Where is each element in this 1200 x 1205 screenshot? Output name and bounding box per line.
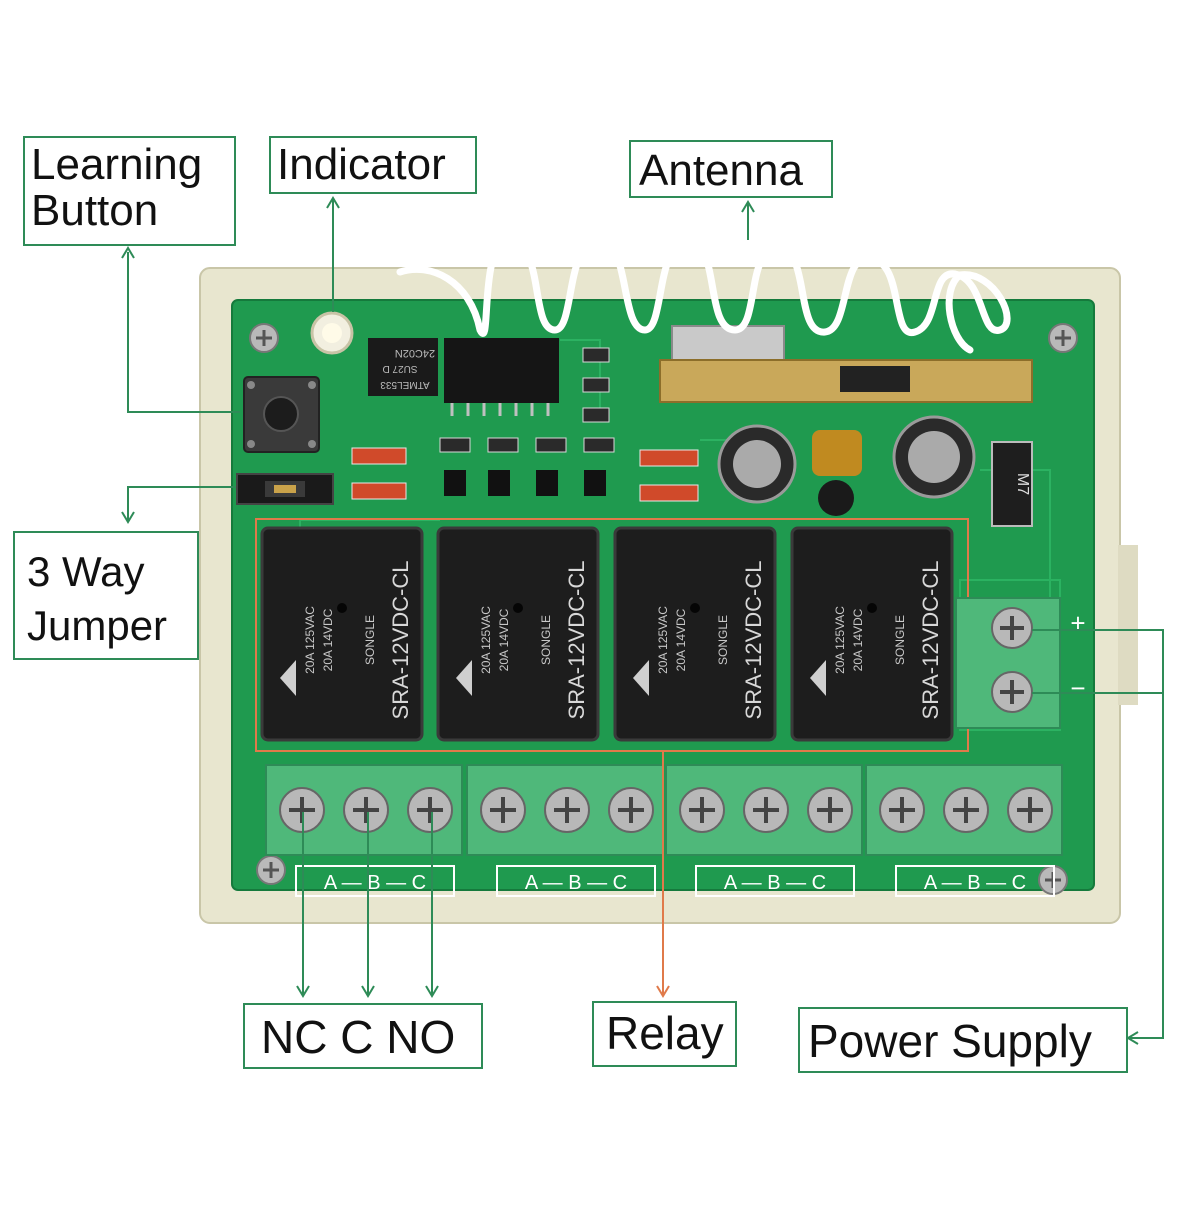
relay-logo <box>456 660 472 696</box>
leader-lines <box>121 196 1164 1045</box>
antenna-coil <box>396 236 1011 354</box>
relay-rating-2-text: 20A 125VAC <box>303 606 317 674</box>
screw-slot <box>490 797 516 823</box>
screw-slot <box>689 797 715 823</box>
screw-slot <box>753 797 779 823</box>
relay-rating-1-text: 20A 14VDC <box>321 608 335 671</box>
screw-slot <box>618 797 644 823</box>
relay-brand-text: SONGLE <box>893 615 907 665</box>
rf-module <box>659 325 1033 403</box>
relay-model-text: SRA-12VDC-CL <box>564 561 589 720</box>
relay-1: SRA-12VDC-CL SONGLE 20A 14VDC 20A 125VAC <box>260 526 424 742</box>
terminal-block-4: A — B — C <box>865 764 1063 897</box>
relay-body <box>613 526 777 742</box>
screw-slot <box>889 797 915 823</box>
terminal-marking-text: A — B — C <box>324 872 426 894</box>
relay-dot <box>337 603 347 613</box>
relay-logo <box>810 660 826 696</box>
relay-dot <box>513 603 523 613</box>
power-plus-sign: + <box>1070 608 1085 638</box>
relay-body <box>790 526 954 742</box>
power-minus-sign: − <box>1070 673 1085 703</box>
relay-rating-2-text: 20A 125VAC <box>656 606 670 674</box>
terminal-block-2: A — B — C <box>466 764 664 897</box>
relay-model-text: SRA-12VDC-CL <box>741 561 766 720</box>
indicator-led <box>310 311 354 355</box>
relay-rating-2-text: 20A 125VAC <box>479 606 493 674</box>
relay-3: SRA-12VDC-CL SONGLE 20A 14VDC 20A 125VAC <box>613 526 777 742</box>
terminal-blocks: A — B — C A — B — C A — B — C A — B — C <box>265 764 1063 897</box>
eeprom-text-2: SU27 D <box>382 363 417 374</box>
learning-arrow <box>127 252 240 413</box>
terminal-marking-text: A — B — C <box>724 872 826 894</box>
capacitors <box>717 415 976 516</box>
relay-model-text: SRA-12VDC-CL <box>918 561 943 720</box>
screw-slot <box>554 797 580 823</box>
relay-logo <box>633 660 649 696</box>
smd-components <box>351 347 699 502</box>
relay-2: SRA-12VDC-CL SONGLE 20A 14VDC 20A 125VAC <box>436 526 600 742</box>
eeprom-text-3: ATMEL533 <box>380 379 430 390</box>
relay-rating-1-text: 20A 14VDC <box>851 608 865 671</box>
power-arrow <box>1032 629 1164 1039</box>
antenna-label: Antenna <box>629 140 833 198</box>
indicator-label: Indicator <box>269 136 477 194</box>
screw-slot <box>417 797 443 823</box>
m7-diode: M7 <box>991 441 1033 527</box>
relay-dot <box>690 603 700 613</box>
relay-brand-text: SONGLE <box>363 615 377 665</box>
nc-c-no-label: NC C NO <box>243 1003 483 1069</box>
terminal-marking-text: A — B — C <box>525 872 627 894</box>
terminal-marking-frame <box>695 865 855 897</box>
relay-rating-1-text: 20A 14VDC <box>497 608 511 671</box>
relay-body <box>436 526 600 742</box>
relay-label: Relay <box>592 1001 737 1067</box>
screw-slot <box>353 797 379 823</box>
jumper-component <box>236 473 334 505</box>
screw-slot <box>817 797 843 823</box>
terminal-block-3: A — B — C <box>665 764 863 897</box>
relay-rating-2-text: 20A 125VAC <box>833 606 847 674</box>
terminal-marking-frame <box>895 865 1055 897</box>
eeprom-chip: 24C02N SU27 D ATMEL533 <box>368 338 438 396</box>
jumper-label: 3 Way Jumper <box>13 531 199 660</box>
jumper-arrow <box>127 486 236 520</box>
relay-body <box>260 526 424 742</box>
case-side-tab <box>1118 545 1138 705</box>
m7-text: M7 <box>1014 473 1031 495</box>
learning-button-component <box>243 376 320 453</box>
decoder-chip <box>444 338 559 416</box>
relay-4: SRA-12VDC-CL SONGLE 20A 14VDC 20A 125VAC <box>790 526 954 742</box>
terminal-marking-text: A — B — C <box>924 872 1026 894</box>
relay-brand-text: SONGLE <box>539 615 553 665</box>
learning-button-label: Learning Button <box>23 136 236 246</box>
terminal-marking-frame <box>496 865 656 897</box>
relay-model-text: SRA-12VDC-CL <box>388 561 413 720</box>
relay-logo <box>280 660 296 696</box>
power-terminal: + − <box>955 597 1086 729</box>
relay-dot <box>867 603 877 613</box>
power-supply-label: Power Supply <box>798 1007 1128 1073</box>
eeprom-text-1: 24C02N <box>395 347 435 359</box>
relay-brand-text: SONGLE <box>716 615 730 665</box>
terminal-marking-frame <box>295 865 455 897</box>
screw-slot <box>1017 797 1043 823</box>
terminal-block-1: A — B — C <box>265 764 463 897</box>
screw-slot <box>953 797 979 823</box>
relay-rating-1-text: 20A 14VDC <box>674 608 688 671</box>
